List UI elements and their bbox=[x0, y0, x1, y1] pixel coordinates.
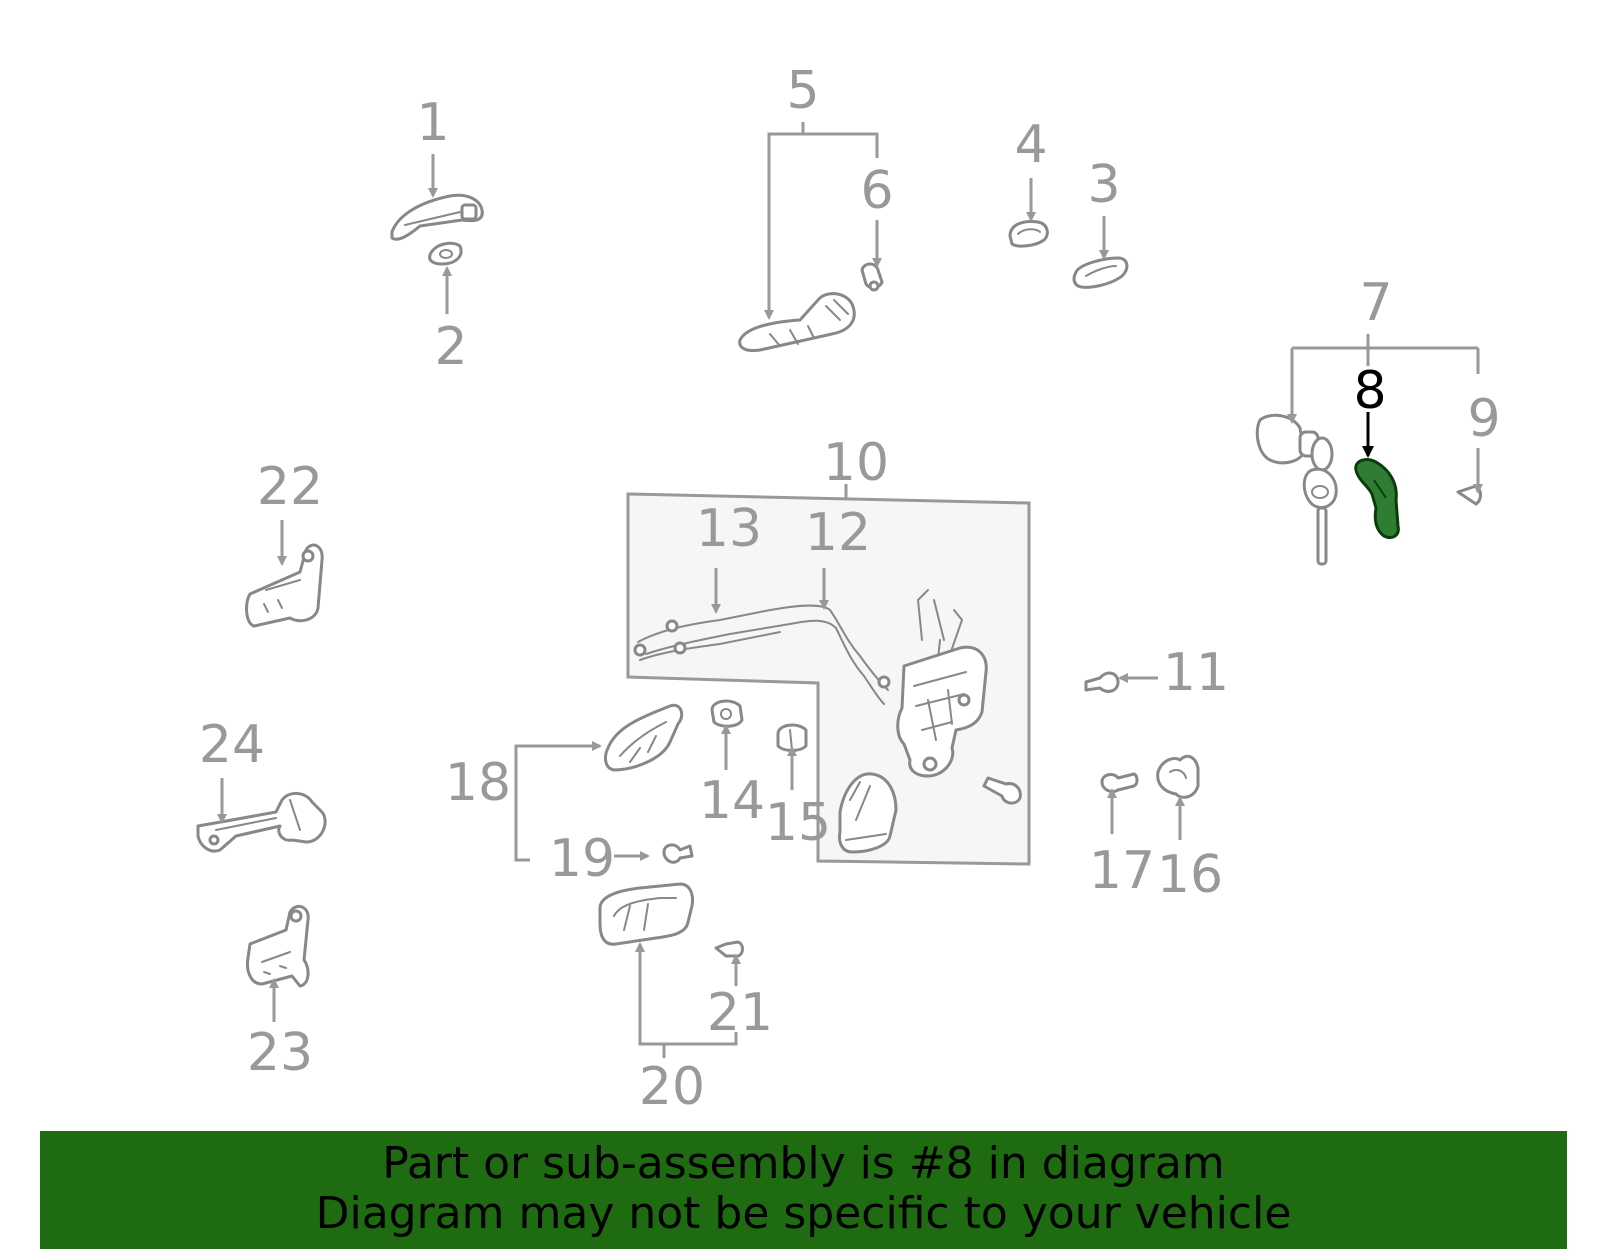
info-banner: Part or sub-assembly is #8 in diagram Di… bbox=[40, 1131, 1567, 1249]
callout-9: 9 bbox=[1467, 389, 1500, 449]
banner-selected-part-text: Part or sub-assembly is #8 in diagram bbox=[382, 1138, 1225, 1189]
callout-17: 17 bbox=[1089, 841, 1155, 901]
part-17-screw bbox=[1100, 772, 1139, 794]
part-1-outside-handle bbox=[390, 193, 484, 241]
callout-7: 7 bbox=[1359, 273, 1392, 333]
part-5-inside-handle bbox=[738, 292, 856, 352]
callout-18: 18 bbox=[445, 753, 511, 813]
part-6-clip bbox=[860, 262, 884, 292]
part-18-inside-handle bbox=[604, 703, 684, 772]
part-14-clip bbox=[710, 699, 744, 728]
callout-16: 16 bbox=[1157, 845, 1223, 905]
part-19-screw bbox=[662, 843, 694, 864]
callout-19: 19 bbox=[549, 829, 615, 889]
callout-14: 14 bbox=[699, 771, 765, 831]
lock-screw bbox=[982, 776, 1022, 805]
part-15-clip bbox=[776, 723, 808, 752]
part-11-screw bbox=[1084, 671, 1120, 693]
part-3-gasket bbox=[1072, 256, 1129, 289]
leader-lines bbox=[217, 122, 1483, 1058]
callout-5: 5 bbox=[786, 61, 819, 121]
callout-11: 11 bbox=[1163, 643, 1229, 703]
part-20-handle-bezel bbox=[598, 882, 694, 946]
callout-4: 4 bbox=[1014, 115, 1047, 175]
part-2-handle-pad bbox=[428, 241, 463, 266]
part-10-door-lock bbox=[896, 589, 988, 778]
callout-20: 20 bbox=[639, 1057, 705, 1117]
callout-10: 10 bbox=[823, 433, 889, 493]
callout-2: 2 bbox=[434, 317, 467, 377]
part-8-highlighted-lever bbox=[1354, 458, 1400, 540]
callout-15: 15 bbox=[765, 793, 831, 853]
callout-24: 24 bbox=[199, 715, 265, 775]
callout-13: 13 bbox=[696, 499, 762, 559]
callout-8-selected: 8 bbox=[1353, 361, 1386, 421]
callout-21: 21 bbox=[707, 983, 773, 1043]
part-22-upper-hinge bbox=[245, 543, 324, 628]
callout-6: 6 bbox=[860, 161, 893, 221]
part-7-lock-cylinder bbox=[1255, 413, 1338, 566]
part-24-door-check bbox=[196, 792, 327, 853]
part-23-lower-hinge bbox=[246, 904, 310, 988]
callout-23: 23 bbox=[247, 1023, 313, 1083]
callout-3: 3 bbox=[1087, 155, 1120, 215]
part-16-striker bbox=[1156, 754, 1200, 799]
banner-disclaimer-text: Diagram may not be specific to your vehi… bbox=[315, 1188, 1292, 1239]
part-4-cover bbox=[1008, 220, 1049, 248]
callout-12: 12 bbox=[805, 503, 871, 563]
callout-numbers: 1 2 5 6 4 3 7 8 9 10 13 12 22 11 24 18 1… bbox=[199, 61, 1501, 1117]
part-12-13-rods bbox=[633, 604, 891, 705]
lock-cover bbox=[838, 772, 898, 854]
part-21-clip bbox=[714, 940, 744, 958]
callout-1: 1 bbox=[416, 93, 449, 153]
callout-22: 22 bbox=[257, 457, 323, 517]
